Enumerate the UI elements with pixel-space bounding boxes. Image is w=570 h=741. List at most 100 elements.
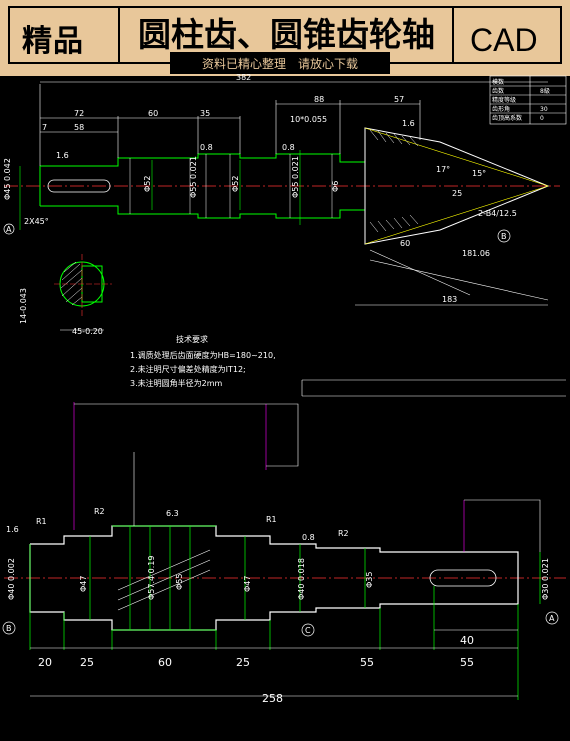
dim-57: 57 [394, 95, 404, 104]
dim-55a: 55 [360, 656, 374, 669]
bevel-gear-cone [364, 127, 550, 245]
dim-60: 60 [148, 109, 158, 118]
ra-bottom-0-8: 0.8 [302, 533, 315, 542]
dim-phi55b: Φ55 0.021 [291, 156, 300, 198]
dim-20: 20 [38, 656, 52, 669]
dim-overall-382: 382 [236, 73, 251, 82]
dim-7: 7 [42, 123, 47, 132]
note-2: 2.未注明尺寸偏差处精度为IT12; [130, 364, 246, 374]
dim-phi40b: Φ40 0.018 [297, 558, 306, 600]
keyway-section [54, 254, 112, 331]
datum-b-bottom [2, 621, 16, 635]
banner-subtitle-bar: 资料已精心整理 请放心下载 [170, 52, 390, 74]
dim-tol: 10*0.055 [290, 115, 327, 124]
dim-60b: 60 [400, 239, 410, 248]
dim-35: 35 [200, 109, 210, 118]
datum-c-bottom [301, 623, 315, 637]
datum-a-top [3, 223, 15, 235]
banner-label-right: CAD [470, 22, 538, 58]
dim-88: 88 [314, 95, 324, 104]
datum-b-top-label: B [501, 232, 507, 241]
dim-183: 183 [442, 295, 457, 304]
bottom-shaft [4, 402, 566, 700]
datum-c-bottom-label: C [305, 626, 311, 635]
dim-phi35: Φ35 [365, 572, 374, 588]
title-banner: 精品 圆柱齿、圆锥齿轮轴 CAD 资料已精心整理 请放心下载 [0, 0, 570, 76]
radius-r1b: R1 [266, 515, 277, 524]
dim-angle1: 17° [436, 165, 450, 174]
dim-phi47a: Φ47 [79, 576, 88, 592]
top-dim-lines [39, 81, 549, 306]
helical-teeth [117, 549, 211, 611]
dim-258: 258 [262, 692, 283, 705]
radius-r2a: R2 [94, 507, 105, 516]
dim-72: 72 [74, 109, 84, 118]
dim-25a: 25 [80, 656, 94, 669]
radius-r1a: R1 [36, 517, 47, 526]
top-shaft-outline-lower [40, 205, 366, 244]
top-green-leaders [19, 150, 301, 230]
dim-phi55a: Φ55 0.021 [189, 156, 198, 198]
bottom-magenta-lines [73, 402, 465, 552]
datum-a-top-label: A [6, 225, 12, 234]
table-val-5: 0 [540, 115, 544, 122]
banner-subtitle: 资料已精心整理 请放心下载 [201, 57, 358, 71]
dim-58: 58 [74, 123, 84, 132]
banner-title: 圆柱齿、圆锥齿轮轴 [138, 15, 435, 54]
dim-phi47b: Φ47 [243, 576, 252, 592]
dim-key-depth: 14-0.043 [19, 288, 28, 324]
dim-phi45: Φ45 0.042 [3, 158, 12, 200]
note-1: 1.调质处理后齿面硬度为HB=180~210, [130, 350, 276, 360]
dim-40: 40 [460, 634, 474, 647]
dim-25: 25 [452, 189, 462, 198]
dim-phi40a: Φ40 0.002 [7, 558, 16, 600]
table-val-2: 8級 [540, 87, 550, 95]
datum-a-bottom-label: A [549, 614, 555, 623]
dim-phi52b: Φ52 [231, 176, 240, 192]
dim-phi52a: Φ52 [143, 176, 152, 192]
dim-25b: 25 [236, 656, 250, 669]
ra-bottom-6-3: 6.3 [166, 509, 179, 518]
dim-phi6: Φ6 [331, 181, 340, 192]
table-row-5: 齿顶高系数 [492, 114, 522, 122]
gear-parameter-table [489, 75, 567, 125]
cone-line-2 [364, 185, 549, 245]
dim-chamfer: 2X45° [24, 217, 49, 226]
table-row-2: 齿数 [492, 87, 504, 95]
bottom-section-green [29, 525, 541, 700]
banner-divider-right [452, 6, 454, 64]
dim-taper: 2-B4/12.5 [478, 209, 517, 218]
note-3: 3.未注明圆角半径为2mm [130, 378, 223, 388]
dim-60-bottom: 60 [158, 656, 172, 669]
dim-angle2: 15° [472, 169, 486, 178]
dim-phi57: Φ57.4 0.19 [147, 556, 156, 600]
ra-bottom-1-6: 1.6 [6, 525, 19, 534]
notes-title: 技术要求 [176, 334, 208, 344]
dim-key-width: 45-0.20 [72, 327, 103, 336]
bottom-white-brackets [74, 403, 541, 552]
ra-0-8b: 0.8 [282, 143, 295, 152]
top-section-lines [129, 154, 333, 218]
dim-55b: 55 [460, 656, 474, 669]
datum-a-bottom [545, 611, 559, 625]
table-row-3: 精度等级 [492, 96, 516, 104]
top-keyway [47, 179, 111, 193]
bottom-dim-lines [30, 629, 518, 697]
ra-0-8a: 0.8 [200, 143, 213, 152]
ra-1-6: 1.6 [56, 151, 69, 160]
dim-181: 181.06 [462, 249, 490, 258]
banner-divider-left [118, 6, 120, 64]
table-row-1: 模数 [492, 78, 504, 86]
datum-b-bottom-label: B [6, 624, 12, 633]
table-row-4: 齿形角 [492, 105, 510, 113]
bottom-keyway [429, 569, 497, 587]
radius-r2b: R2 [338, 529, 349, 538]
ra-1-6b: 1.6 [402, 119, 415, 128]
cone-line-1 [364, 127, 549, 187]
gear-hatching [369, 129, 419, 233]
top-shaft [4, 127, 560, 245]
table-val-4: 30 [540, 106, 548, 113]
title-block-fragment [301, 379, 566, 397]
banner-label-left: 精品 [22, 24, 84, 59]
